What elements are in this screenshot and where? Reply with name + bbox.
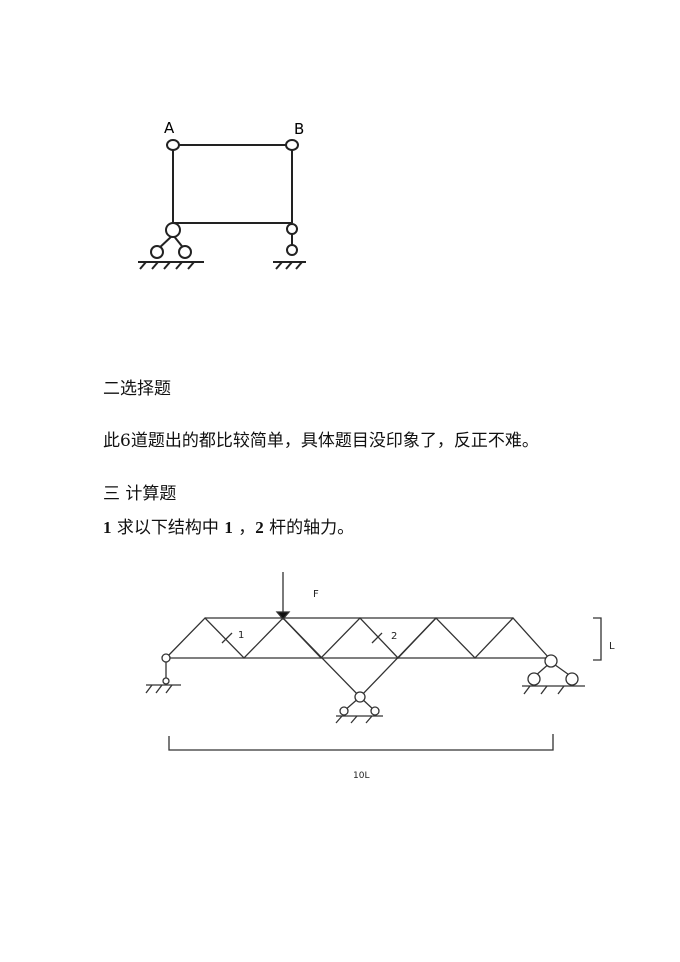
label-b: B xyxy=(294,120,304,138)
hinge-b xyxy=(285,139,299,151)
section2-heading: 二选择题 xyxy=(103,379,171,399)
member-2-mark xyxy=(371,632,383,644)
middle-support xyxy=(335,691,383,724)
member-1-mark xyxy=(221,632,233,644)
member-2-label: 2 xyxy=(391,631,397,642)
frame-diagram: A B xyxy=(138,119,306,270)
diagonals xyxy=(165,617,550,659)
question-text: 求以下结构中 xyxy=(111,518,225,538)
lower-diagonals xyxy=(282,617,437,698)
arrow-head xyxy=(275,611,291,620)
question-1: 1 求以下结构中 1 ，2 杆的轴力。 xyxy=(103,513,354,538)
span-bracket xyxy=(168,734,554,751)
label-a: A xyxy=(164,119,175,137)
span-label: 10L xyxy=(353,771,369,781)
section3-heading: 三 计算题 xyxy=(103,484,177,504)
left-support xyxy=(138,222,204,270)
section2-body: 此6道题出的都比较简单，具体题目没印象了，反正不难。 xyxy=(103,431,539,451)
bar-1-ref: 1 xyxy=(224,518,233,537)
right-support xyxy=(273,223,306,270)
hinge-a xyxy=(166,139,180,151)
left-pin-support xyxy=(145,653,181,694)
right-support xyxy=(522,654,585,695)
height-label: L xyxy=(609,641,615,652)
force-label: F xyxy=(313,589,319,600)
question-text: 杆的轴力。 xyxy=(263,518,355,538)
bar-2-ref: 2 xyxy=(255,518,264,537)
member-1-label: 1 xyxy=(238,630,244,641)
height-bracket xyxy=(593,617,602,661)
question-number: 1 xyxy=(103,518,112,537)
question-text: ， xyxy=(232,518,256,538)
